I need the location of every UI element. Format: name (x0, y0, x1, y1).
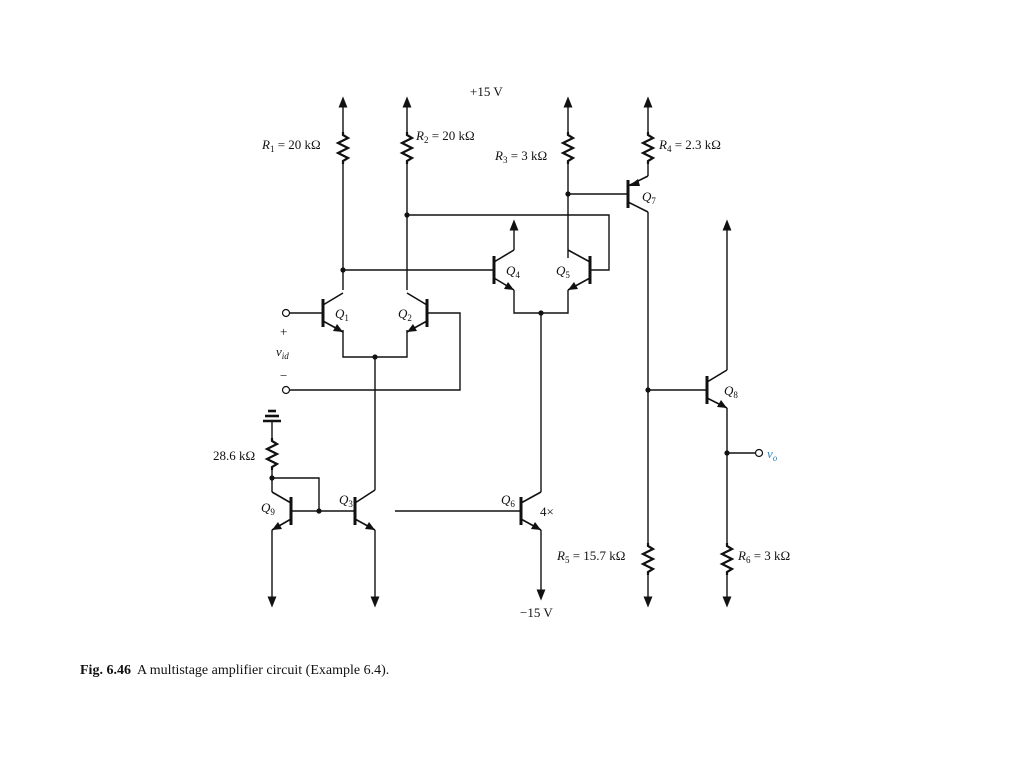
supply-positive-label: +15 V (470, 84, 503, 99)
supply-arrows (267, 96, 732, 608)
label-q5: Q5 (556, 263, 570, 280)
label-r6: R6 = 3 kΩ (737, 548, 790, 565)
label-q8: Q8 (724, 383, 738, 400)
label-r-bias: 28.6 kΩ (213, 448, 255, 463)
junction-dots (269, 191, 730, 514)
label-q7: Q7 (642, 189, 656, 206)
resistor-r4 (640, 132, 656, 164)
resistor-r6 (719, 543, 735, 575)
transistor-q3 (353, 489, 376, 531)
transistor-q2 (406, 292, 429, 333)
figure-caption: Fig. 6.46 A multistage amplifier circuit … (80, 663, 389, 679)
input-vid-label: vid (276, 344, 289, 361)
label-r1: R1 = 20 kΩ (261, 137, 321, 154)
transistor-q5 (567, 249, 592, 291)
caption-label: Fig. 6.46 (80, 663, 131, 678)
resistor-r1 (335, 132, 351, 164)
resistor-r5 (640, 543, 656, 575)
output-vo-label: vo (767, 446, 778, 463)
label-r3: R3 = 3 kΩ (494, 148, 547, 165)
label-r4: R4 = 2.3 kΩ (658, 137, 721, 154)
supply-negative-label: −15 V (520, 605, 553, 620)
label-q3: Q3 (339, 492, 353, 509)
label-r2: R2 = 20 kΩ (415, 128, 475, 145)
transistor-q1 (321, 292, 344, 333)
label-q9: Q9 (261, 500, 275, 517)
resistor-r-bias (264, 438, 280, 470)
transistor-q9 (271, 491, 293, 531)
caption-text: A multistage amplifier circuit (Example … (136, 663, 390, 678)
label-q6-scale: 4× (540, 504, 554, 519)
resistor-r3 (560, 132, 576, 164)
transistor-q6 (519, 491, 542, 531)
input-minus-label: − (280, 368, 287, 383)
terminals (281, 308, 764, 458)
label-q6: Q6 (501, 492, 515, 509)
input-plus-label: + (280, 324, 287, 339)
wires (271, 164, 755, 543)
transistor-q8 (705, 369, 728, 409)
transistor-q7 (626, 175, 649, 213)
label-q4: Q4 (506, 263, 520, 280)
resistor-r2 (399, 132, 415, 164)
label-q1: Q1 (335, 306, 349, 323)
label-q2: Q2 (398, 306, 412, 323)
label-r5: R5 = 15.7 kΩ (556, 548, 625, 565)
transistor-q4 (492, 249, 515, 291)
ground-icon (263, 409, 281, 438)
